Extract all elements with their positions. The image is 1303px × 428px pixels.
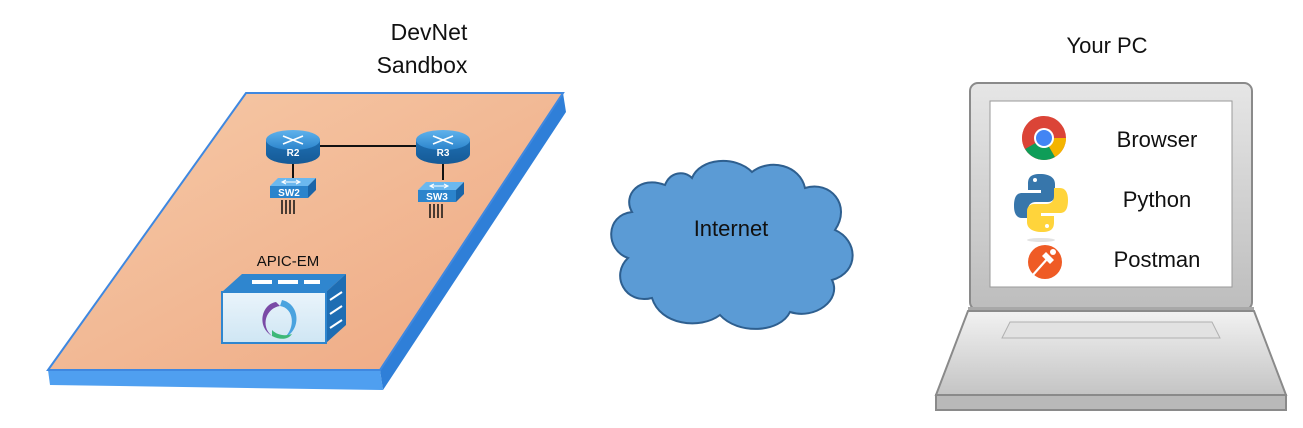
- sandbox-title-line2: Sandbox: [377, 52, 468, 78]
- router-r2-icon: R2: [266, 130, 320, 164]
- laptop-icon: [934, 82, 1288, 411]
- switch-sw3-icon: SW3: [418, 182, 464, 218]
- apic-em-controller-icon: [221, 274, 346, 344]
- app-label-browser: Browser: [1117, 127, 1198, 152]
- internet-cloud-icon: [610, 159, 854, 330]
- sandbox-title-line1: DevNet: [391, 19, 468, 45]
- router-r2-label: R2: [287, 148, 300, 159]
- router-r3-icon: R3: [416, 130, 470, 164]
- pc-title: Your PC: [1066, 33, 1147, 58]
- app-label-python: Python: [1123, 187, 1192, 212]
- router-r3-label: R3: [437, 148, 450, 159]
- postman-icon: [1028, 245, 1062, 279]
- switch-sw2-icon: SW2: [270, 178, 316, 214]
- switch-sw3-label: SW3: [426, 192, 448, 203]
- python-icon: [1014, 174, 1068, 242]
- switch-sw2-label: SW2: [278, 188, 300, 199]
- chrome-icon: [1022, 116, 1066, 160]
- internet-label: Internet: [694, 216, 769, 241]
- app-label-postman: Postman: [1114, 247, 1201, 272]
- apic-em-label: APIC-EM: [257, 253, 320, 270]
